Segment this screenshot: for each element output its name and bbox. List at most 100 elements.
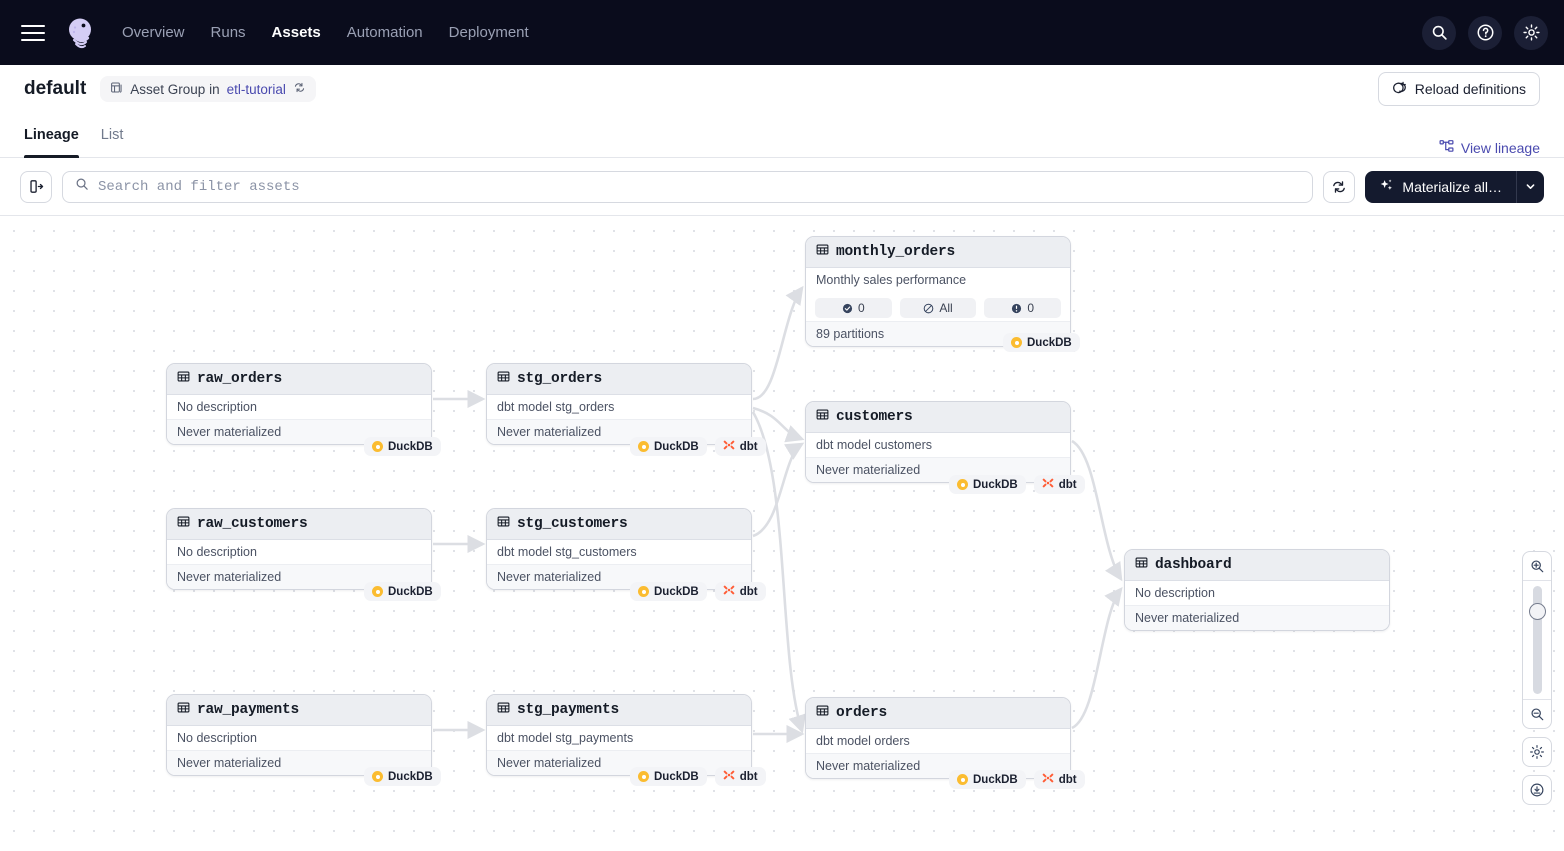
refresh-icon[interactable] bbox=[293, 81, 306, 97]
asset-node-raw_payments[interactable]: raw_payments No description Never materi… bbox=[166, 694, 432, 776]
tag-dbt[interactable]: dbt bbox=[1033, 475, 1085, 494]
asset-node-stg_orders[interactable]: stg_orders dbt model stg_orders Never ma… bbox=[486, 363, 752, 445]
asset-node-dashboard[interactable]: dashboard No description Never materiali… bbox=[1124, 549, 1390, 631]
asset-node-header: monthly_orders bbox=[806, 237, 1070, 268]
search-assets-box[interactable] bbox=[62, 170, 1314, 203]
tag-label: DuckDB bbox=[388, 440, 433, 453]
materialize-all-button[interactable]: Materialize all… bbox=[1365, 171, 1516, 203]
tabs-row: Lineage List View lineage bbox=[0, 113, 1564, 158]
asset-node-customers[interactable]: customers dbt model customers Never mate… bbox=[805, 401, 1071, 483]
exclamation-circle-icon bbox=[1012, 303, 1022, 313]
tag-dbt[interactable]: dbt bbox=[714, 582, 766, 601]
tag-dbt[interactable]: dbt bbox=[1033, 770, 1085, 789]
asset-tags-customers: DuckDB dbt bbox=[949, 475, 1085, 494]
help-icon[interactable] bbox=[1468, 15, 1502, 50]
zoom-slider-handle[interactable] bbox=[1528, 603, 1546, 620]
graph-settings-button[interactable] bbox=[1522, 737, 1552, 767]
dbt-icon bbox=[1042, 477, 1054, 492]
zoom-slider-track bbox=[1532, 586, 1542, 694]
search-icon[interactable] bbox=[1422, 15, 1456, 50]
asset-node-header: raw_payments bbox=[167, 695, 431, 726]
tag-duckdb[interactable]: DuckDB bbox=[1003, 333, 1080, 352]
tag-duckdb[interactable]: DuckDB bbox=[949, 770, 1026, 789]
asset-group-link[interactable]: etl-tutorial bbox=[226, 81, 286, 97]
tag-duckdb[interactable]: DuckDB bbox=[364, 582, 441, 601]
asset-node-stg_payments[interactable]: stg_payments dbt model stg_payments Neve… bbox=[486, 694, 752, 776]
sparkle-icon bbox=[1379, 178, 1394, 196]
tag-label: DuckDB bbox=[654, 770, 699, 783]
asset-node-header: stg_customers bbox=[487, 509, 751, 540]
view-lineage-link[interactable]: View lineage bbox=[1439, 139, 1540, 157]
asset-node-raw_customers[interactable]: raw_customers No description Never mater… bbox=[166, 508, 432, 590]
refresh-graph-button[interactable] bbox=[1323, 170, 1356, 203]
search-input[interactable] bbox=[98, 178, 1301, 195]
tag-duckdb[interactable]: DuckDB bbox=[630, 767, 707, 786]
tag-duckdb[interactable]: DuckDB bbox=[630, 437, 707, 456]
asset-node-status: Never materialized bbox=[487, 565, 751, 589]
nav-link-deployment[interactable]: Deployment bbox=[448, 24, 529, 41]
asset-tags-stg_orders: DuckDB dbt bbox=[630, 437, 766, 456]
zoom-in-icon[interactable] bbox=[1522, 552, 1552, 580]
table-icon bbox=[497, 370, 510, 388]
duckdb-icon bbox=[638, 586, 649, 597]
table-icon bbox=[497, 701, 510, 719]
asset-tags-raw_customers: DuckDB bbox=[364, 582, 441, 601]
top-navigation-bar: Overview Runs Assets Automation Deployme… bbox=[0, 0, 1564, 65]
expand-panel-icon[interactable] bbox=[20, 170, 52, 203]
asset-node-description: dbt model stg_customers bbox=[487, 540, 751, 565]
recenter-button[interactable] bbox=[1522, 775, 1552, 805]
tag-label: dbt bbox=[739, 585, 758, 598]
tag-duckdb[interactable]: DuckDB bbox=[364, 767, 441, 786]
zoom-slider[interactable] bbox=[1522, 581, 1552, 699]
asset-node-stg_customers[interactable]: stg_customers dbt model stg_customers Ne… bbox=[486, 508, 752, 590]
tag-label: dbt bbox=[1058, 773, 1077, 786]
zoom-out-icon[interactable] bbox=[1522, 700, 1552, 728]
nav-link-overview[interactable]: Overview bbox=[122, 24, 185, 41]
dbt-icon bbox=[723, 584, 735, 599]
chip-label: 0 bbox=[857, 301, 865, 315]
gear-icon bbox=[1530, 745, 1544, 759]
tag-label: DuckDB bbox=[388, 585, 433, 598]
tag-label: DuckDB bbox=[1027, 336, 1072, 349]
asset-node-header: stg_orders bbox=[487, 364, 751, 395]
page-header: default Asset Group in etl-tutorial bbox=[0, 65, 1564, 113]
duckdb-icon bbox=[372, 771, 383, 782]
asset-node-status: Never materialized bbox=[487, 751, 751, 775]
asset-node-monthly_orders[interactable]: monthly_orders Monthly sales performance… bbox=[805, 236, 1071, 347]
tag-dbt[interactable]: dbt bbox=[714, 437, 766, 456]
asset-node-orders[interactable]: orders dbt model orders Never materializ… bbox=[805, 697, 1071, 779]
nav-link-runs[interactable]: Runs bbox=[210, 24, 246, 41]
asset-group-prefix: Asset Group in bbox=[130, 81, 220, 97]
asset-node-name: raw_customers bbox=[197, 516, 308, 532]
tag-duckdb[interactable]: DuckDB bbox=[949, 475, 1026, 494]
tag-label: dbt bbox=[1058, 478, 1077, 491]
partition-chip-materialized[interactable]: 0 bbox=[815, 298, 892, 318]
table-icon bbox=[497, 515, 510, 533]
asset-node-header: raw_customers bbox=[167, 509, 431, 540]
tag-duckdb[interactable]: DuckDB bbox=[364, 437, 441, 456]
asset-tags-stg_payments: DuckDB dbt bbox=[630, 767, 766, 786]
partition-chip-failed[interactable]: 0 bbox=[984, 298, 1062, 318]
hamburger-icon[interactable] bbox=[16, 16, 50, 50]
reload-definitions-button[interactable]: Reload definitions bbox=[1377, 72, 1540, 106]
nav-link-automation[interactable]: Automation bbox=[346, 24, 423, 41]
asset-node-header: dashboard bbox=[1125, 550, 1389, 581]
asset-node-description: Monthly sales performance bbox=[806, 268, 1070, 292]
tab-list[interactable]: List bbox=[100, 127, 124, 143]
asset-node-status: Never materialized bbox=[806, 458, 1070, 482]
settings-icon[interactable] bbox=[1514, 15, 1548, 50]
tab-lineage[interactable]: Lineage bbox=[24, 113, 79, 158]
dagster-logo[interactable] bbox=[60, 13, 100, 53]
chevron-down-icon[interactable] bbox=[1516, 170, 1544, 203]
tag-duckdb[interactable]: DuckDB bbox=[630, 582, 707, 601]
asset-node-raw_orders[interactable]: raw_orders No description Never material… bbox=[166, 363, 432, 445]
lineage-canvas[interactable]: raw_orders No description Never material… bbox=[0, 216, 1564, 841]
check-circle-icon bbox=[842, 303, 853, 313]
partition-chip-missing[interactable]: All bbox=[899, 298, 977, 318]
asset-group-badge[interactable]: Asset Group in etl-tutorial bbox=[100, 76, 316, 102]
main-nav-links: Overview Runs Assets Automation Deployme… bbox=[122, 24, 529, 41]
tag-label: DuckDB bbox=[388, 770, 433, 783]
tag-dbt[interactable]: dbt bbox=[714, 767, 766, 786]
nav-link-assets[interactable]: Assets bbox=[271, 24, 321, 41]
dbt-icon bbox=[723, 769, 735, 784]
